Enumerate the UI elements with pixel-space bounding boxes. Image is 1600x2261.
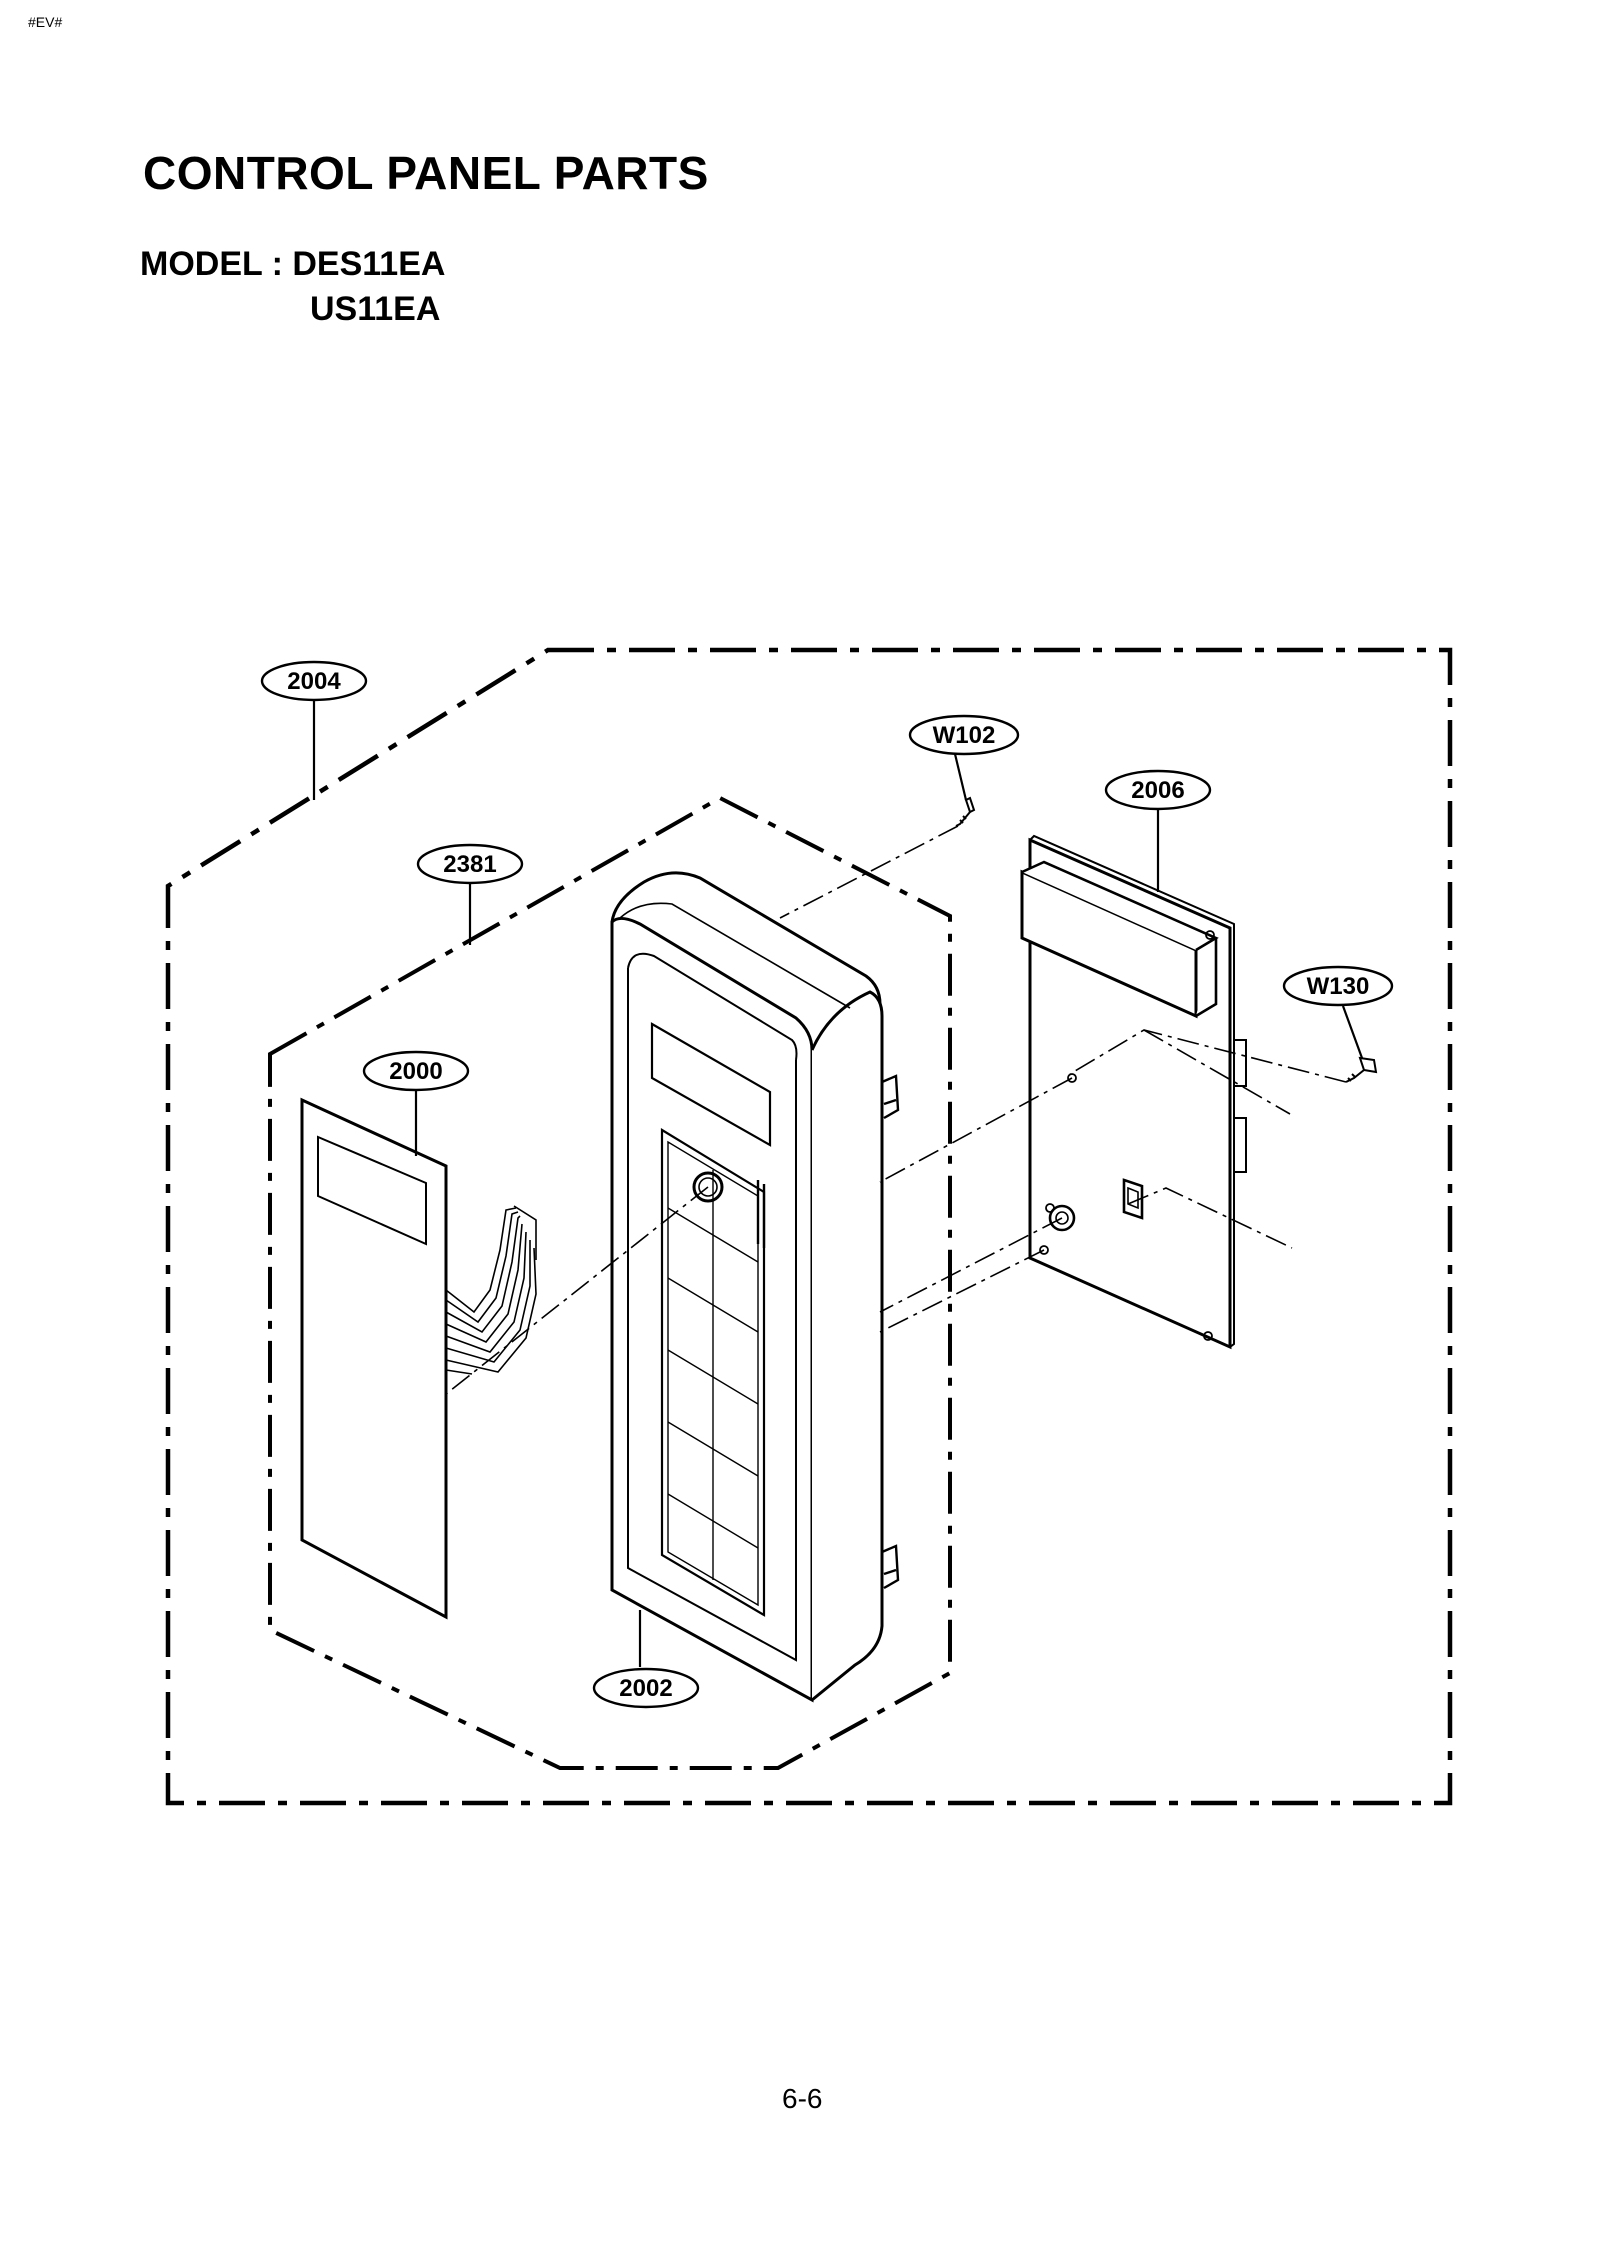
callout-label: W102 xyxy=(933,722,996,749)
callout-W130: W130 xyxy=(1282,965,1394,1007)
callout-label: 2004 xyxy=(287,668,341,695)
callout-W102: W102 xyxy=(908,714,1020,756)
control-panel-housing xyxy=(610,871,900,1703)
page-title: CONTROL PANEL PARTS xyxy=(143,147,709,199)
model-line-1: MODEL : DES11EA xyxy=(140,245,446,283)
screw-w102 xyxy=(955,796,976,827)
callout-2381: 2381 xyxy=(416,843,524,885)
callout-2006: 2006 xyxy=(1104,769,1212,811)
control-pcb xyxy=(1020,834,1247,1350)
model-line-2: US11EA xyxy=(310,290,441,328)
inner-assembly-boundary xyxy=(268,795,952,1770)
callout-2004: 2004 xyxy=(260,660,368,702)
callout-leaders xyxy=(312,700,1364,1667)
callout-label: W130 xyxy=(1307,973,1370,1000)
callout-label: 2002 xyxy=(619,1675,672,1702)
screw-w130 xyxy=(1345,1056,1378,1083)
callout-2000: 2000 xyxy=(362,1050,470,1092)
outer-assembly-boundary xyxy=(165,647,1453,1806)
callout-label: 2000 xyxy=(389,1058,442,1085)
assembly-guide-lines xyxy=(445,825,1347,1395)
callout-label: 2006 xyxy=(1131,777,1184,804)
ribbon-cable xyxy=(445,1205,537,1375)
membrane-sheet xyxy=(300,1097,448,1620)
callout-label: 2381 xyxy=(443,851,496,878)
callout-2002: 2002 xyxy=(592,1667,700,1709)
page-number: 6-6 xyxy=(782,2083,823,2114)
document-code: #EV# xyxy=(28,14,63,30)
